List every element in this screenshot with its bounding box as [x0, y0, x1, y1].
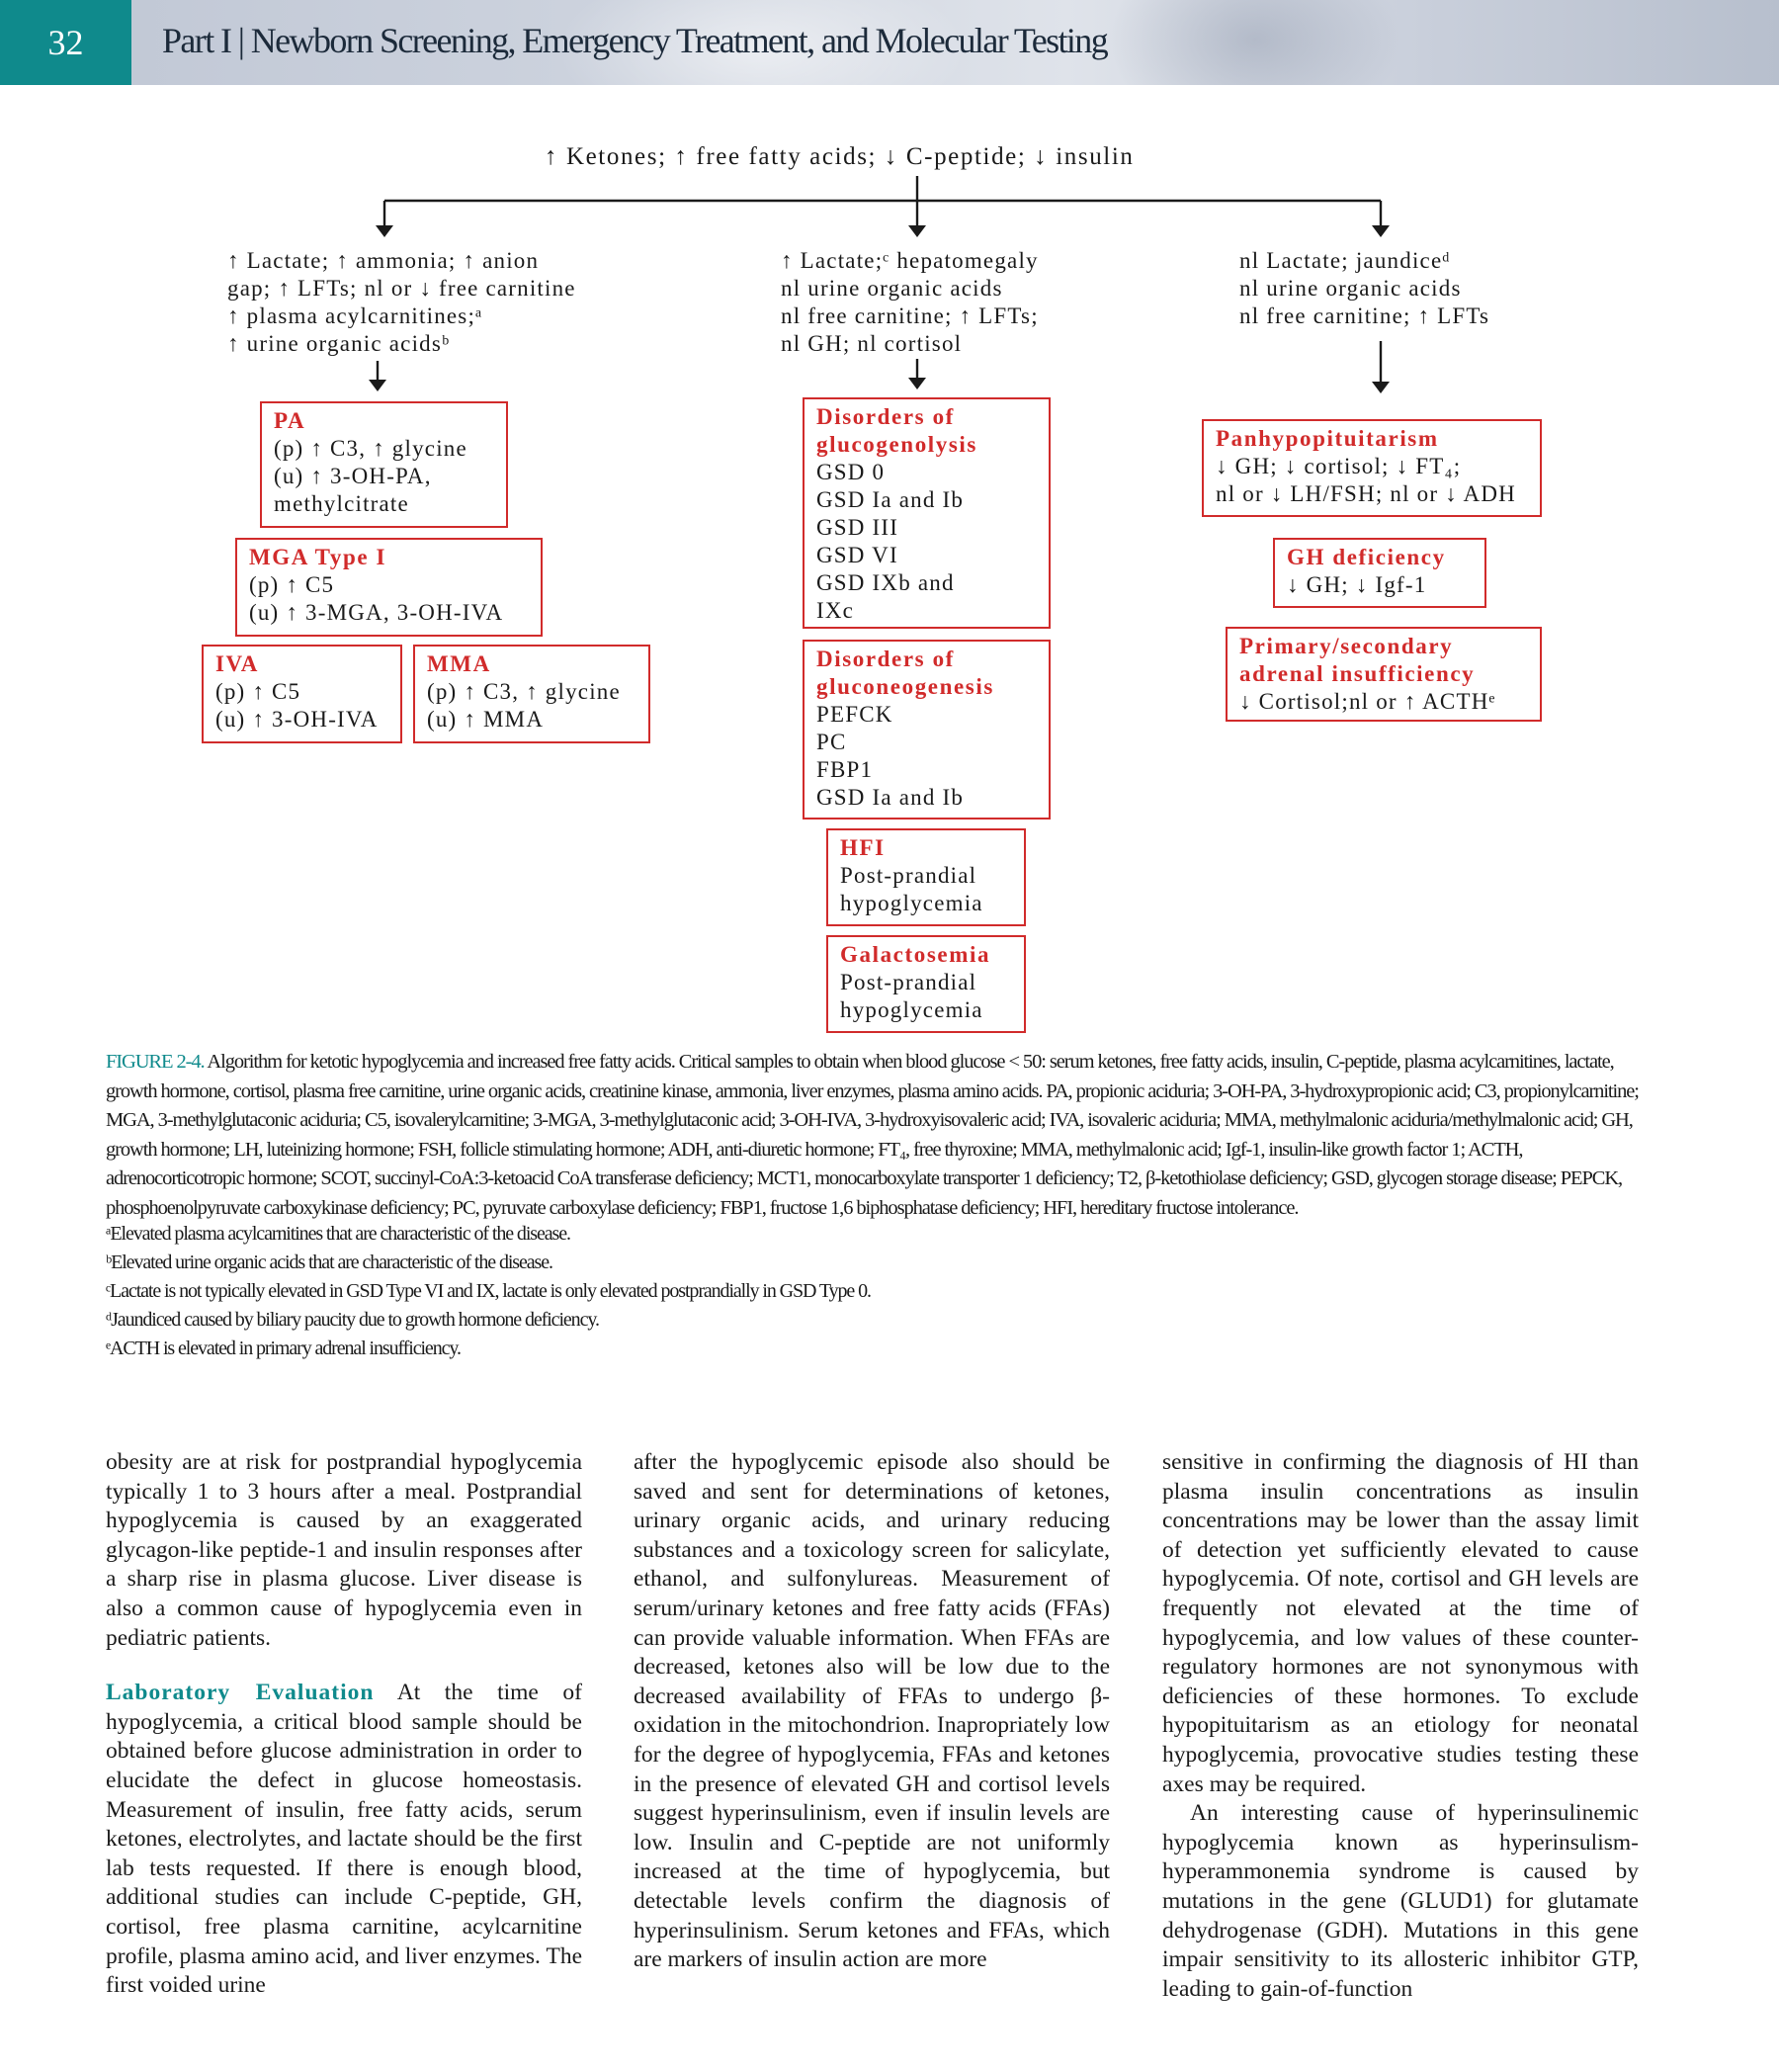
page-header: 32 Part I | Newborn Screening, Emergency…: [0, 0, 1779, 85]
criteria-line: gap; ↑ LFTs; nl or ↓ free carnitine: [227, 276, 576, 301]
box-hfi: HFI Post-prandial hypoglycemia: [826, 828, 1026, 926]
figure-caption: FIGURE 2-4. Algorithm for ketotic hypogl…: [106, 1048, 1652, 1223]
box-line: (u) ↑ 3-OH-PA,: [274, 464, 432, 488]
figure-caption-text: Algorithm for ketotic hypoglycemia and i…: [106, 1051, 1640, 1219]
box-line: methylcitrate: [274, 491, 409, 516]
box-line: (p) ↑ C3, ↑ glycine: [274, 436, 467, 461]
box-panhypopituitarism: Panhypopituitarism ↓ GH; ↓ cortisol; ↓ F…: [1202, 419, 1542, 517]
box-iva: IVA (p) ↑ C5 (u) ↑ 3-OH-IVA: [202, 645, 402, 743]
paragraph: Laboratory Evaluation At the time of hyp…: [106, 1679, 582, 2001]
box-line: Post-prandial: [840, 863, 977, 888]
box-line: PEFCK: [816, 702, 893, 727]
body-column-2: after the hypoglycemic episode also shou…: [634, 1448, 1110, 1975]
header-decoration: [1107, 0, 1403, 85]
box-line: IXc: [816, 598, 855, 623]
box-line: ↓ Cortisol;nl or ↑ ACTHᵉ: [1239, 689, 1496, 714]
flowchart-root: ↑ Ketones; ↑ free fatty acids; ↓ C-pepti…: [545, 143, 1135, 170]
box-line: GSD III: [816, 515, 899, 540]
box-line: (p) ↑ C5: [249, 572, 335, 597]
body-column-1: obesity are at risk for postprandial hyp…: [106, 1448, 582, 2001]
box-title: Galactosemia: [840, 942, 991, 967]
paragraph-text: At the time of hypoglycemia, a critical …: [106, 1680, 582, 1999]
box-line: GSD IXb and: [816, 570, 955, 595]
box-title: PA: [274, 408, 306, 433]
box-line: (p) ↑ C3, ↑ glycine: [427, 679, 621, 704]
box-title: IVA: [215, 651, 260, 676]
footnote-d: ᵈJaundiced caused by biliary paucity due…: [106, 1309, 600, 1331]
box-title: gluconeogenesis: [816, 674, 994, 699]
paragraph: obesity are at risk for postprandial hyp…: [106, 1449, 582, 1651]
footnote-c: ᶜLactate is not typically elevated in GS…: [106, 1280, 872, 1302]
box-line: (p) ↑ C5: [215, 679, 301, 704]
box-title: HFI: [840, 835, 886, 860]
box-galactosemia: Galactosemia Post-prandial hypoglycemia: [826, 935, 1026, 1033]
criteria-line: nl urine organic acids: [781, 276, 1003, 301]
box-line: PC: [816, 730, 847, 754]
box-line: hypoglycemia: [840, 891, 983, 915]
box-title: MMA: [427, 651, 491, 676]
section-heading: Laboratory Evaluation: [106, 1680, 375, 1706]
criteria-line: nl free carnitine; ↑ LFTs: [1239, 303, 1490, 328]
box-adrenal-insufficiency: Primary/secondary adrenal insufficiency …: [1226, 627, 1542, 722]
box-title: Primary/secondary: [1239, 634, 1454, 658]
header-decoration: [553, 0, 969, 85]
box-line: (u) ↑ 3-OH-IVA: [215, 707, 379, 732]
criteria-line: nl GH; nl cortisol: [781, 331, 963, 356]
footnote-e: ᵉACTH is elevated in primary adrenal ins…: [106, 1338, 462, 1359]
criteria-line: nl urine organic acids: [1239, 276, 1462, 301]
box-line: hypoglycemia: [840, 997, 983, 1022]
criteria-line: ↑ plasma acylcarnitines;ᵃ: [227, 303, 483, 328]
box-disorders-of-glucogenolysis: Disorders of glucogenolysis GSD 0 GSD Ia…: [803, 397, 1051, 629]
flowchart-connectors: [369, 176, 1390, 393]
paragraph: after the hypoglycemic episode also shou…: [634, 1449, 1110, 1973]
box-line: Post-prandial: [840, 970, 977, 994]
flowchart: ↑ Ketones; ↑ free fatty acids; ↓ C-pepti…: [202, 143, 1542, 1033]
criteria-line: nl free carnitine; ↑ LFTs;: [781, 303, 1039, 328]
box-mga-type-i: MGA Type I (p) ↑ C5 (u) ↑ 3-MGA, 3-OH-IV…: [235, 538, 543, 637]
box-title: GH deficiency: [1287, 545, 1446, 569]
box-line: GSD 0: [816, 460, 886, 484]
box-line: GSD Ia and Ib: [816, 785, 965, 810]
box-title: Disorders of: [816, 647, 955, 671]
page-number: 32: [0, 0, 131, 85]
criteria-line: ↑ urine organic acidsᵇ: [227, 331, 451, 356]
box-line: ↓ GH; ↓ Igf-1: [1287, 572, 1427, 597]
footnote-a: ᵃElevated plasma acylcarnitines that are…: [106, 1223, 571, 1245]
box-line: GSD Ia and Ib: [816, 487, 965, 512]
criteria-line: ↑ Lactate; ↑ ammonia; ↑ anion: [227, 248, 540, 273]
criteria-line: ↑ Lactate;ᶜ hepatomegaly: [781, 248, 1039, 273]
box-title: MGA Type I: [249, 545, 387, 569]
footnote-b: ᵇElevated urine organic acids that are c…: [106, 1252, 553, 1273]
box-title: adrenal insufficiency: [1239, 661, 1476, 686]
box-line: GSD VI: [816, 543, 898, 567]
box-line: (u) ↑ 3-MGA, 3-OH-IVA: [249, 600, 504, 625]
box-line: (u) ↑ MMA: [427, 707, 545, 732]
box-line: ↓ GH; ↓ cortisol; ↓ FT₄;: [1216, 454, 1462, 478]
box-line: nl or ↓ LH/FSH; nl or ↓ ADH: [1216, 481, 1516, 506]
box-disorders-of-gluconeogenesis: Disorders of gluconeogenesis PEFCK PC FB…: [803, 640, 1051, 820]
box-title: Panhypopituitarism: [1216, 426, 1439, 451]
paragraph: sensitive in confirming the diagnosis of…: [1162, 1449, 1639, 1797]
box-pa: PA (p) ↑ C3, ↑ glycine (u) ↑ 3-OH-PA, me…: [260, 401, 508, 528]
box-gh-deficiency: GH deficiency ↓ GH; ↓ Igf-1: [1273, 538, 1486, 608]
body-column-3: sensitive in confirming the diagnosis of…: [1162, 1448, 1639, 2004]
box-line: FBP1: [816, 757, 874, 782]
box-title: Disorders of: [816, 404, 955, 429]
running-head: Part I | Newborn Screening, Emergency Tr…: [162, 21, 1109, 60]
figure-label: FIGURE 2-4.: [106, 1051, 206, 1073]
box-title: glucogenolysis: [816, 432, 977, 457]
criteria-line: nl Lactate; jaundiceᵈ: [1239, 248, 1451, 273]
box-mma: MMA (p) ↑ C3, ↑ glycine (u) ↑ MMA: [413, 645, 650, 743]
paragraph: An interesting cause of hyperinsulinemic…: [1162, 1800, 1639, 2002]
